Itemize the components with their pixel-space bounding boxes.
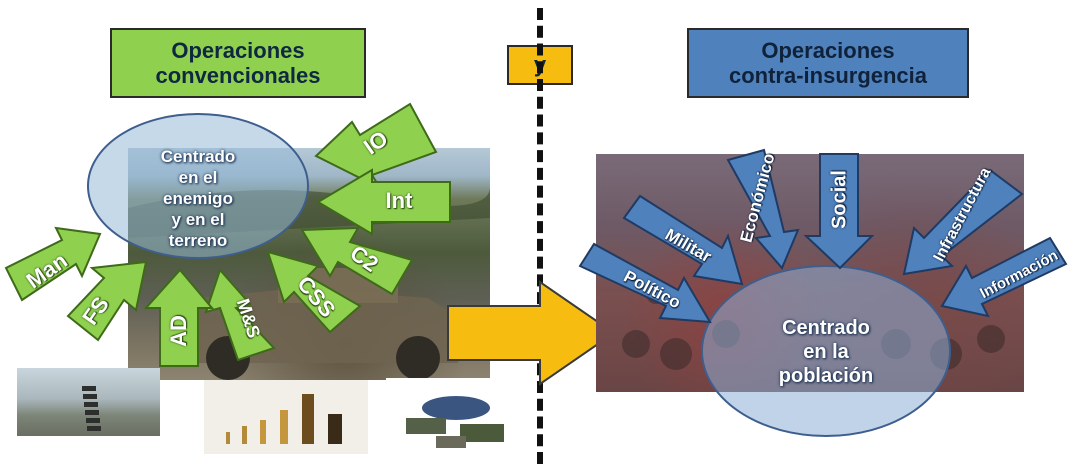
population-circle-line-2: en la <box>803 341 849 363</box>
conventional-title-line-2: convencionales <box>155 63 321 88</box>
enemy-terrain-focus-text: Centrado en el enemigo y en el terreno <box>132 146 264 251</box>
center-divider <box>537 8 543 464</box>
politico-arrow <box>578 242 712 324</box>
population-circle-line-1: Centrado <box>782 317 870 339</box>
circle-line-4: y en el <box>171 210 225 229</box>
css-arrow <box>266 250 362 334</box>
population-circle-line-3: población <box>778 365 874 387</box>
economico-arrow <box>726 148 800 270</box>
informacion-arrow <box>940 236 1068 318</box>
circle-line-3: enemigo <box>163 189 233 208</box>
equipment-illustration <box>406 396 504 448</box>
population-focus-text: Centrado en la población <box>752 316 900 388</box>
ms-arrow <box>204 268 276 362</box>
c2-arrow <box>300 226 414 296</box>
equipment-collage-photo <box>386 378 522 454</box>
ammunition-photo <box>204 380 368 454</box>
conventional-operations-title: Operaciones convencionales <box>110 28 366 98</box>
counterinsurgency-title-line-2: contra-insurgencia <box>728 63 928 88</box>
ad-arrow <box>143 268 215 367</box>
io-arrow <box>314 102 438 191</box>
social-label: Social <box>828 170 851 229</box>
counterinsurgency-title-line-1: Operaciones <box>761 38 895 63</box>
int-arrow <box>316 168 451 236</box>
circle-line-2: en el <box>178 168 218 187</box>
circle-line-5: terreno <box>168 231 228 250</box>
man-arrow <box>4 226 102 302</box>
enemy-terrain-focus-circle <box>87 113 309 259</box>
militar-arrow <box>622 194 744 286</box>
infrastructura-arrow <box>902 168 1024 276</box>
fs-arrow <box>66 260 148 342</box>
transition-arrow <box>447 280 616 386</box>
population-focus-circle <box>701 265 951 437</box>
helicopters-photo <box>17 368 160 436</box>
ammunition-illustration <box>226 394 342 444</box>
helicopters-illustration <box>82 386 101 431</box>
conventional-title-line-1: Operaciones <box>171 38 305 63</box>
counterinsurgency-operations-title: Operaciones contra-insurgencia <box>687 28 969 98</box>
circle-line-1: Centrado <box>160 147 236 166</box>
social-arrow <box>803 153 875 270</box>
int-label: Int <box>385 188 413 213</box>
